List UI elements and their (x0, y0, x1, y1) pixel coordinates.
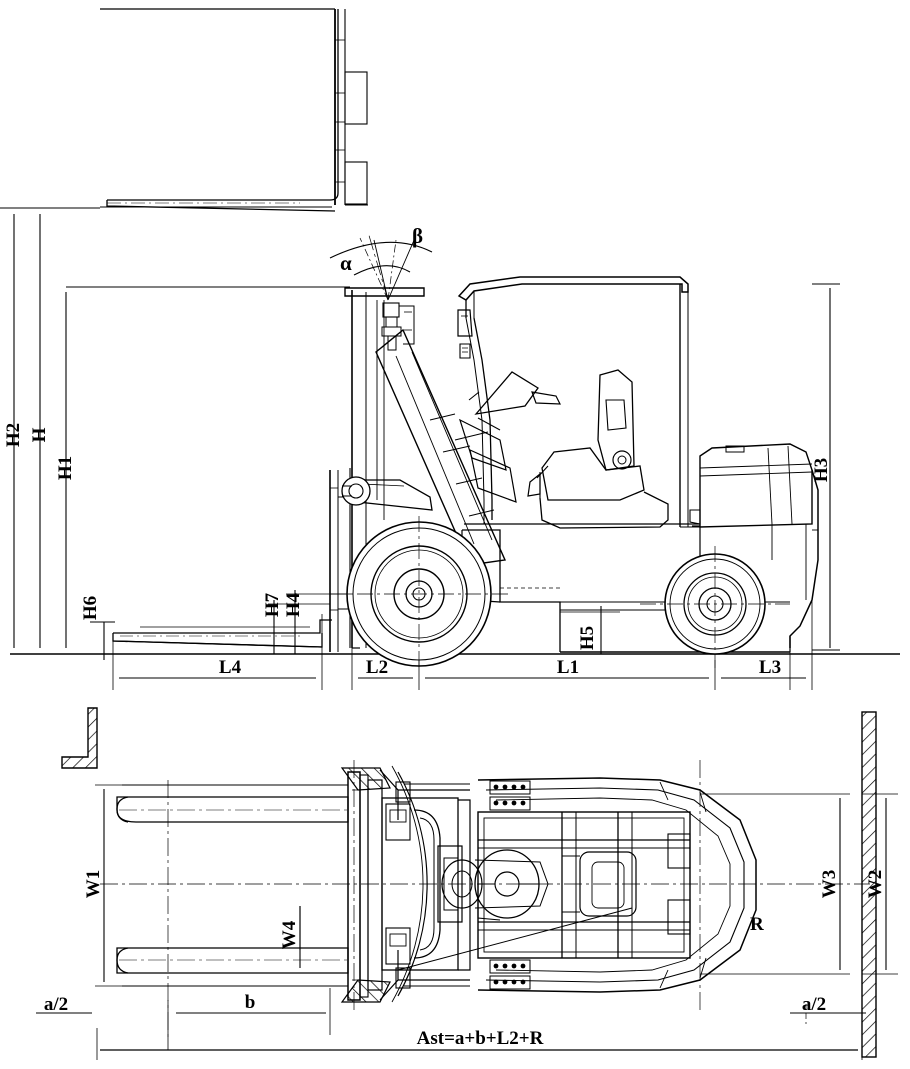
body-outline-plan (477, 777, 757, 993)
dimension-label-H5: H5 (577, 626, 598, 650)
horizontal-dimension-lines (112, 600, 813, 690)
fork-blade-lowered (113, 619, 332, 634)
dimension-label-L2: L2 (366, 657, 388, 678)
overhead-guard (457, 276, 689, 301)
dimension-label-a-left: a/2 (44, 994, 68, 1015)
radius-leader (397, 907, 633, 971)
angle-label-alpha: α (340, 251, 352, 275)
operator-seat (597, 369, 635, 471)
dimension-label-L3: L3 (759, 657, 781, 678)
aisle-dimension-lines (36, 988, 866, 1060)
detail-vertical-dimensions (268, 283, 840, 654)
dimension-label-H3: H3 (811, 458, 832, 482)
dimension-label-L4: L4 (219, 657, 242, 678)
engine-hood (699, 443, 813, 528)
overhead-guard-plan (477, 811, 691, 959)
dimension-label-Ast: Ast=a+b+L2+R (417, 1028, 544, 1049)
dimension-label-W2: W2 (865, 870, 886, 899)
dimension-label-b: b (245, 992, 256, 1013)
dimension-label-W3: W3 (819, 870, 840, 899)
turning-radius-arc (397, 771, 428, 997)
wall-left (61, 707, 98, 769)
vertical-dimension-labels: H2 H H1 H6 (3, 423, 101, 620)
dimension-label-H7: H7 (262, 592, 283, 617)
dimension-label-H6: H6 (80, 596, 101, 620)
plan-dimension-lines (95, 784, 898, 987)
view-plan (100, 760, 870, 1040)
view-side-elevation (10, 276, 900, 668)
steering-wheel (474, 371, 539, 415)
dimension-label-H2: H2 (3, 423, 24, 447)
angle-label-beta: β (412, 224, 423, 248)
dimension-label-L1: L1 (557, 657, 579, 678)
wall-right (861, 711, 877, 1058)
vertical-dimension-lines (0, 207, 350, 660)
beta-angle-arc (329, 241, 433, 259)
dimension-label-H: H (29, 427, 50, 442)
dimension-label-W4: W4 (279, 920, 300, 949)
dimension-label-R: R (750, 914, 764, 935)
mast-tilt-angles (329, 231, 433, 301)
dimension-label-a-right: a/2 (802, 994, 826, 1015)
dimension-label-H1: H1 (55, 456, 76, 480)
dimension-label-W1: W1 (83, 870, 104, 899)
alpha-angle-arc (353, 265, 411, 276)
dimension-label-H4: H4 (283, 592, 304, 617)
view-raised-mast (100, 8, 368, 212)
